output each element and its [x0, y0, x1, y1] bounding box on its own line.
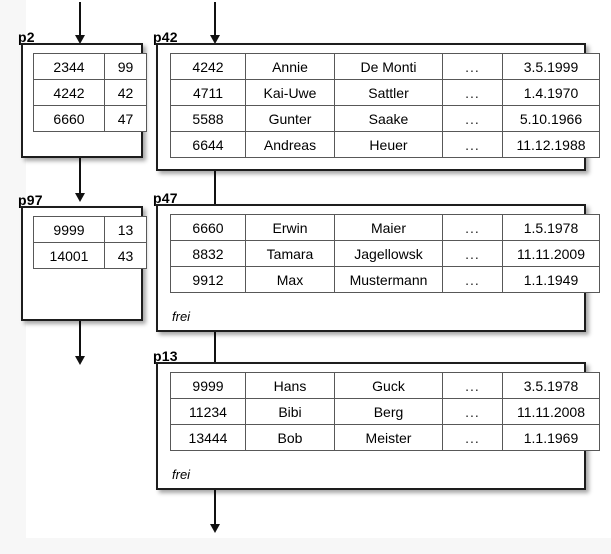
record-id: 9912	[170, 266, 246, 293]
page-node-p42[interactable]: 4242 Annie De Monti ... 3.5.1999 4711 Ka…	[156, 43, 600, 171]
record-id: 11234	[170, 398, 246, 425]
record-firstname: Tamara	[245, 240, 335, 267]
record-date: 11.11.2008	[502, 398, 600, 425]
table-row[interactable]: 4242 Annie De Monti ... 3.5.1999	[170, 53, 600, 80]
record-lastname: Saake	[334, 105, 443, 132]
table-row[interactable]: 6660 47	[33, 105, 147, 132]
record-more: ...	[442, 214, 503, 241]
record-id: 8832	[170, 240, 246, 267]
record-date: 1.4.1970	[502, 79, 600, 106]
table-row[interactable]: 9912 Max Mustermann ... 1.1.1949	[170, 266, 600, 293]
table-row[interactable]: 6660 Erwin Maier ... 1.5.1978	[170, 214, 600, 241]
table-row[interactable]: 4711 Kai-Uwe Sattler ... 1.4.1970	[170, 79, 600, 106]
node-label-p47: p47	[153, 190, 178, 206]
record-lastname: Berg	[334, 398, 443, 425]
record-lastname: De Monti	[334, 53, 443, 80]
record-firstname: Bob	[245, 424, 335, 451]
record-id: 4242	[170, 53, 246, 80]
table-row[interactable]: 9999 13	[33, 216, 147, 243]
record-date: 5.10.1966	[502, 105, 600, 132]
record-id: 6660	[170, 214, 246, 241]
index-key: 6660	[33, 105, 105, 132]
node-label-p42: p42	[153, 29, 178, 45]
record-more: ...	[442, 79, 503, 106]
table-row[interactable]: 13444 Bob Meister ... 1.1.1969	[170, 424, 600, 451]
record-lastname: Maier	[334, 214, 443, 241]
table-row[interactable]: 5588 Gunter Saake ... 5.10.1966	[170, 105, 600, 132]
record-date: 3.5.1999	[502, 53, 600, 80]
record-id: 5588	[170, 105, 246, 132]
record-id: 9999	[170, 372, 246, 399]
record-more: ...	[442, 398, 503, 425]
node-label-p97: p97	[18, 192, 43, 208]
table-row[interactable]: 9999 Hans Guck ... 3.5.1978	[170, 372, 600, 399]
record-firstname: Hans	[245, 372, 335, 399]
free-space-label-p13: frei	[172, 467, 191, 482]
index-pointer: 13	[104, 216, 147, 243]
index-key: 2344	[33, 53, 105, 80]
data-table-p13: 9999 Hans Guck ... 3.5.1978 11234 Bibi B…	[170, 372, 600, 451]
index-key: 4242	[33, 79, 105, 106]
record-date: 1.1.1969	[502, 424, 600, 451]
index-table-p2: 2344 99 4242 42 6660 47	[33, 53, 147, 132]
record-more: ...	[442, 372, 503, 399]
index-pointer: 47	[104, 105, 147, 132]
data-table-p47: 6660 Erwin Maier ... 1.5.1978 8832 Tamar…	[170, 214, 600, 293]
record-more: ...	[442, 424, 503, 451]
record-lastname: Meister	[334, 424, 443, 451]
record-date: 3.5.1978	[502, 372, 600, 399]
index-pointer: 99	[104, 53, 147, 80]
record-more: ...	[442, 240, 503, 267]
page-node-p47[interactable]: 6660 Erwin Maier ... 1.5.1978 8832 Tamar…	[156, 204, 600, 332]
record-date: 11.11.2009	[502, 240, 600, 267]
table-row[interactable]: 11234 Bibi Berg ... 11.11.2008	[170, 398, 600, 425]
record-more: ...	[442, 53, 503, 80]
record-more: ...	[442, 266, 503, 293]
record-more: ...	[442, 131, 503, 158]
index-key: 9999	[33, 216, 105, 243]
page-node-p13[interactable]: 9999 Hans Guck ... 3.5.1978 11234 Bibi B…	[156, 362, 600, 490]
table-row[interactable]: 14001 43	[33, 242, 147, 269]
node-label-p13: p13	[153, 348, 178, 364]
record-firstname: Bibi	[245, 398, 335, 425]
record-lastname: Sattler	[334, 79, 443, 106]
page-node-p2[interactable]: 2344 99 4242 42 6660 47	[21, 43, 147, 158]
record-date: 11.12.1988	[502, 131, 600, 158]
table-row[interactable]: 6644 Andreas Heuer ... 11.12.1988	[170, 131, 600, 158]
record-lastname: Guck	[334, 372, 443, 399]
index-pointer: 42	[104, 79, 147, 106]
record-id: 6644	[170, 131, 246, 158]
index-pointer: 43	[104, 242, 147, 269]
data-table-p42: 4242 Annie De Monti ... 3.5.1999 4711 Ka…	[170, 53, 600, 158]
record-firstname: Erwin	[245, 214, 335, 241]
record-firstname: Kai-Uwe	[245, 79, 335, 106]
record-firstname: Andreas	[245, 131, 335, 158]
record-firstname: Max	[245, 266, 335, 293]
record-date: 1.1.1949	[502, 266, 600, 293]
page-node-p97[interactable]: 9999 13 14001 43	[21, 206, 147, 321]
record-firstname: Gunter	[245, 105, 335, 132]
record-date: 1.5.1978	[502, 214, 600, 241]
record-more: ...	[442, 105, 503, 132]
record-firstname: Annie	[245, 53, 335, 80]
record-lastname: Heuer	[334, 131, 443, 158]
table-row[interactable]: 8832 Tamara Jagellowsk ... 11.11.2009	[170, 240, 600, 267]
node-label-p2: p2	[18, 29, 35, 45]
free-space-label-p47: frei	[172, 309, 191, 324]
table-row[interactable]: 2344 99	[33, 53, 147, 80]
record-id: 4711	[170, 79, 246, 106]
record-id: 13444	[170, 424, 246, 451]
record-lastname: Mustermann	[334, 266, 443, 293]
index-table-p97: 9999 13 14001 43	[33, 216, 147, 269]
record-lastname: Jagellowsk	[334, 240, 443, 267]
table-row[interactable]: 4242 42	[33, 79, 147, 106]
index-key: 14001	[33, 242, 105, 269]
